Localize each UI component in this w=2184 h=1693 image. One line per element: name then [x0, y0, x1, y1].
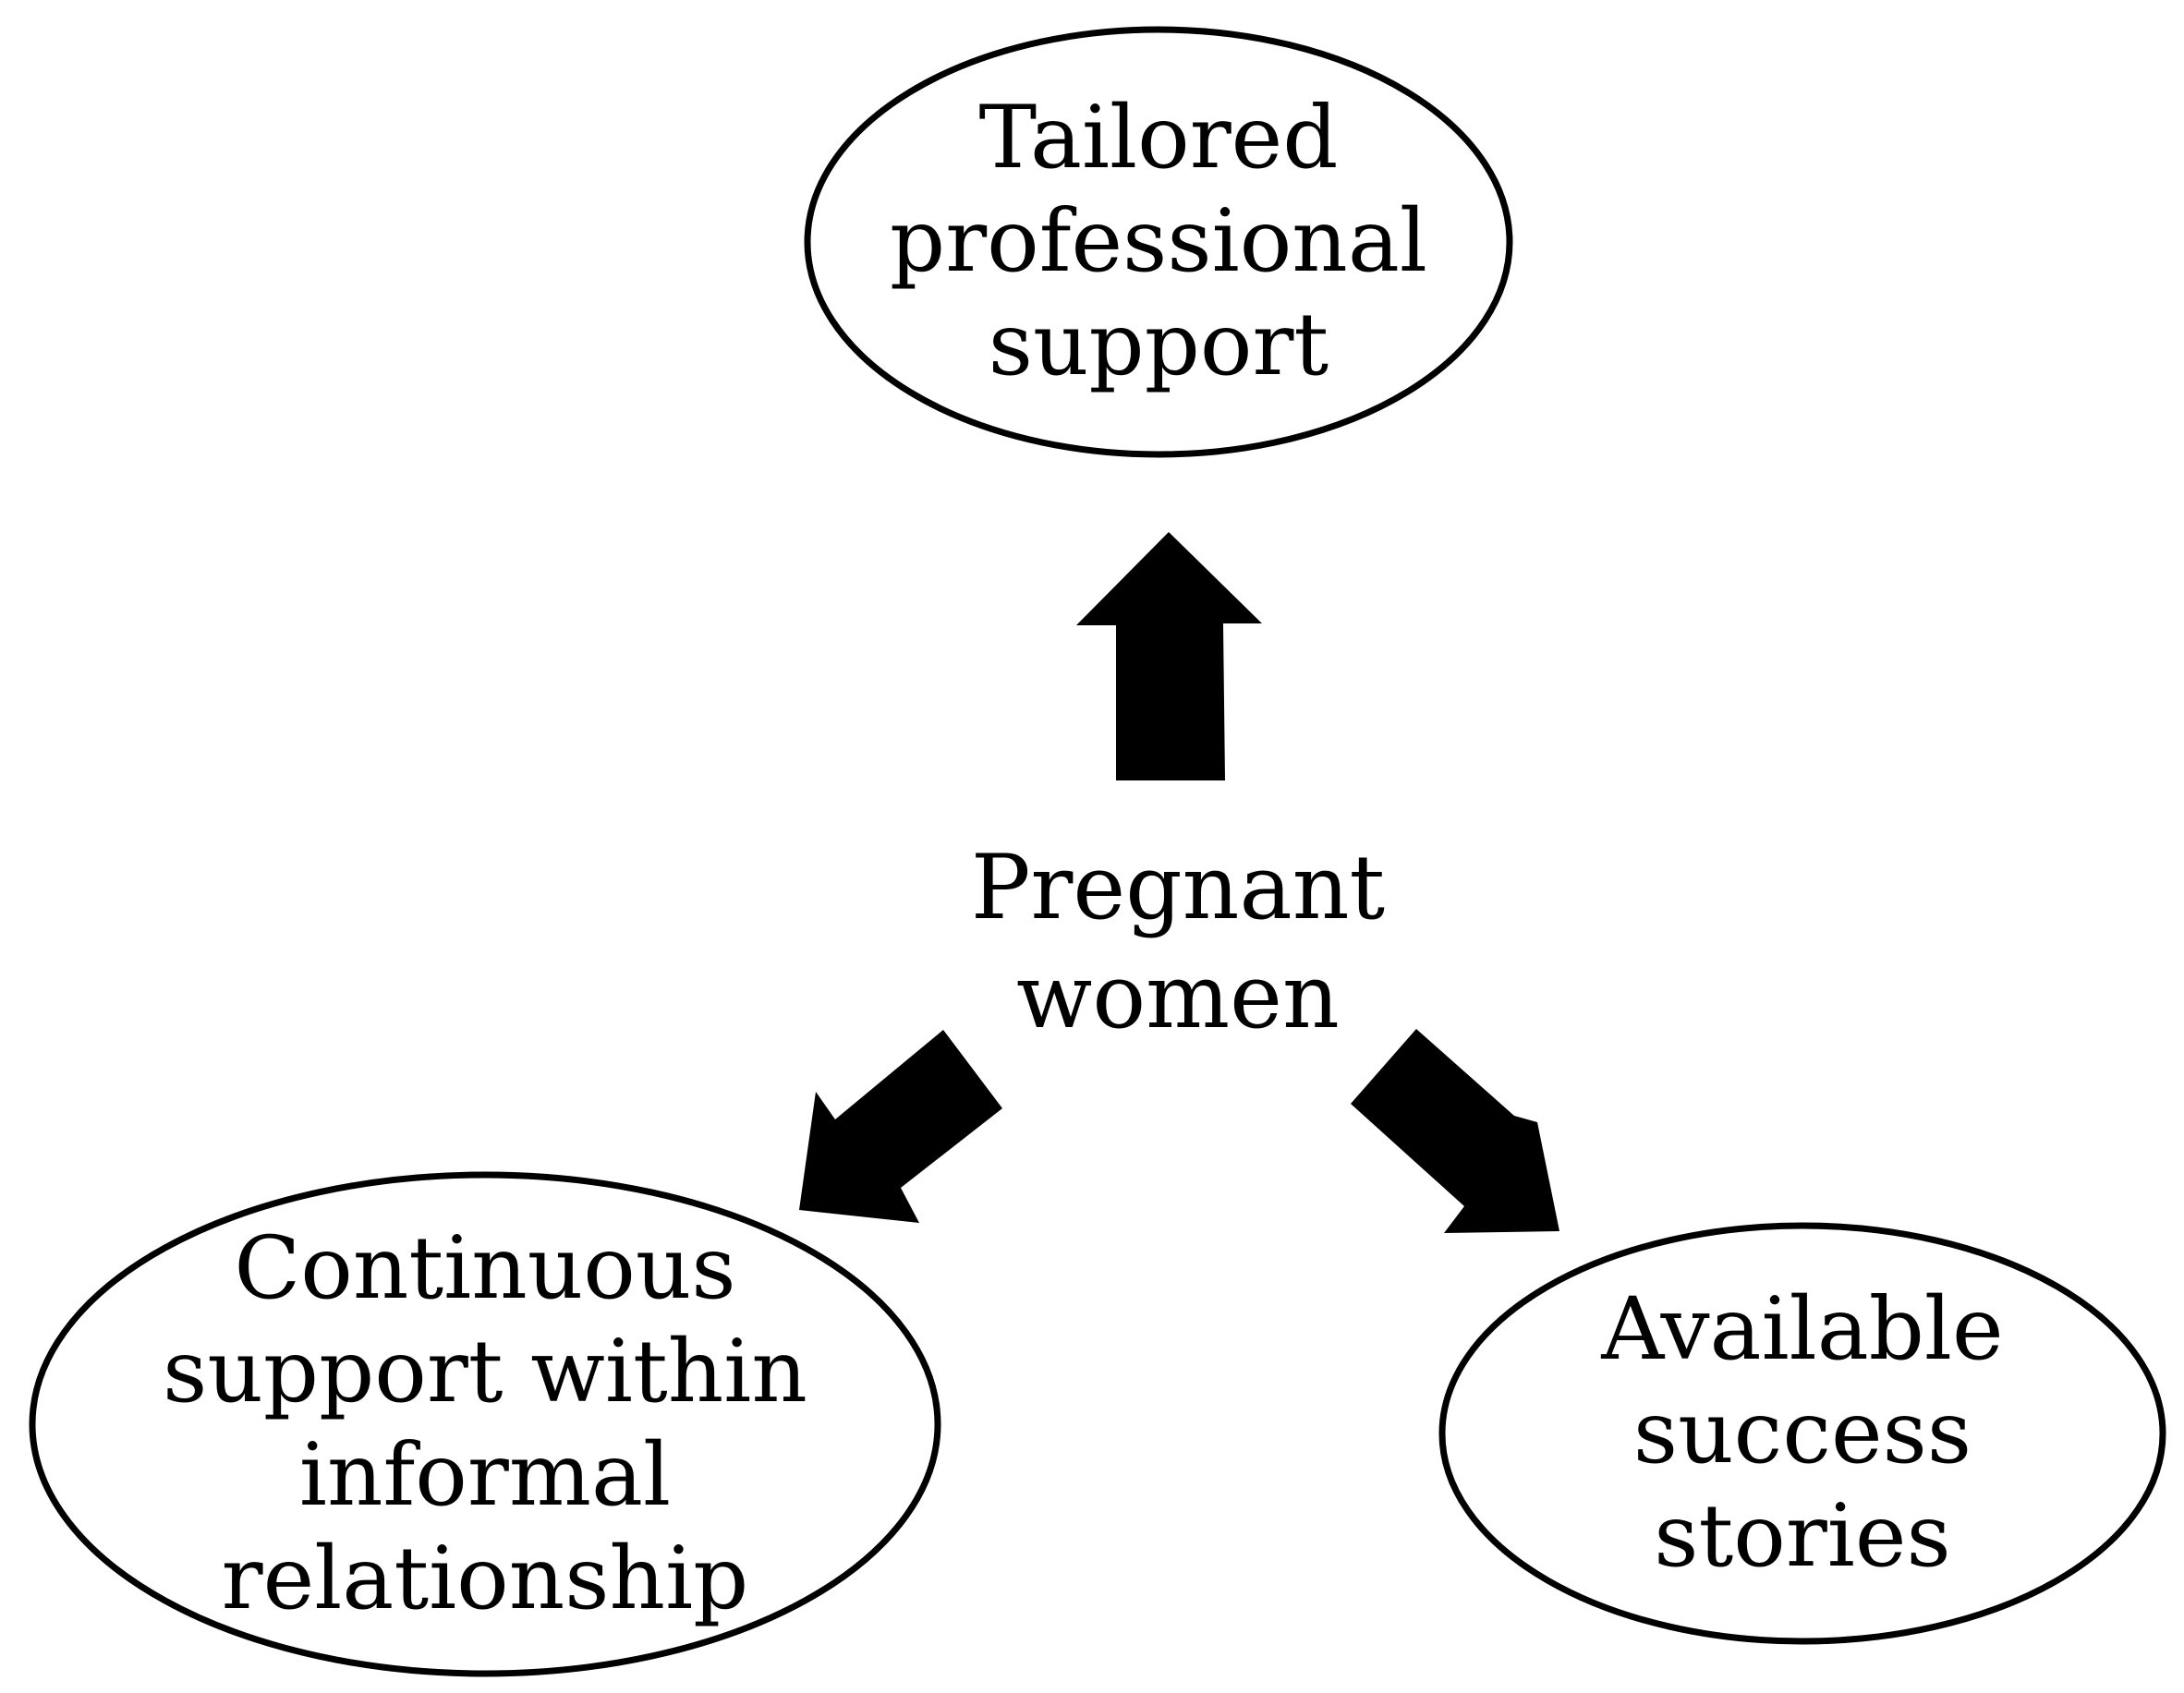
node-left-label-line: Continuous — [234, 1218, 736, 1319]
node-top-label: Tailored professional support — [890, 87, 1427, 397]
node-right-label-line: stories — [1654, 1486, 1951, 1587]
node-right-label: Available success stories — [1601, 1278, 2003, 1589]
node-top-ellipse — [804, 26, 1513, 458]
arrow-to-right — [1351, 1029, 1559, 1233]
node-left-label-line: relationship — [221, 1529, 749, 1629]
node-right-label-line: success — [1632, 1383, 1972, 1483]
node-left-label: Continuous support within informal relat… — [163, 1217, 807, 1631]
node-left-label-line: informal — [298, 1425, 672, 1526]
center-label: Pregnant women — [971, 833, 1385, 1051]
node-left-ellipse — [29, 1171, 941, 1677]
node-right-label-line: Available — [1601, 1279, 2004, 1380]
arrow-to-left — [799, 1030, 1002, 1223]
node-top-label-line: support — [988, 295, 1329, 395]
node-left-label-line: support within — [163, 1322, 807, 1422]
center-label-line: women — [1016, 945, 1340, 1048]
node-top-label-line: professional — [890, 191, 1427, 292]
arrow-to-top — [1076, 532, 1262, 780]
node-top-label-line: Tailored — [978, 88, 1339, 188]
node-right-ellipse — [1438, 1222, 2166, 1645]
center-label-line: Pregnant — [970, 836, 1386, 939]
